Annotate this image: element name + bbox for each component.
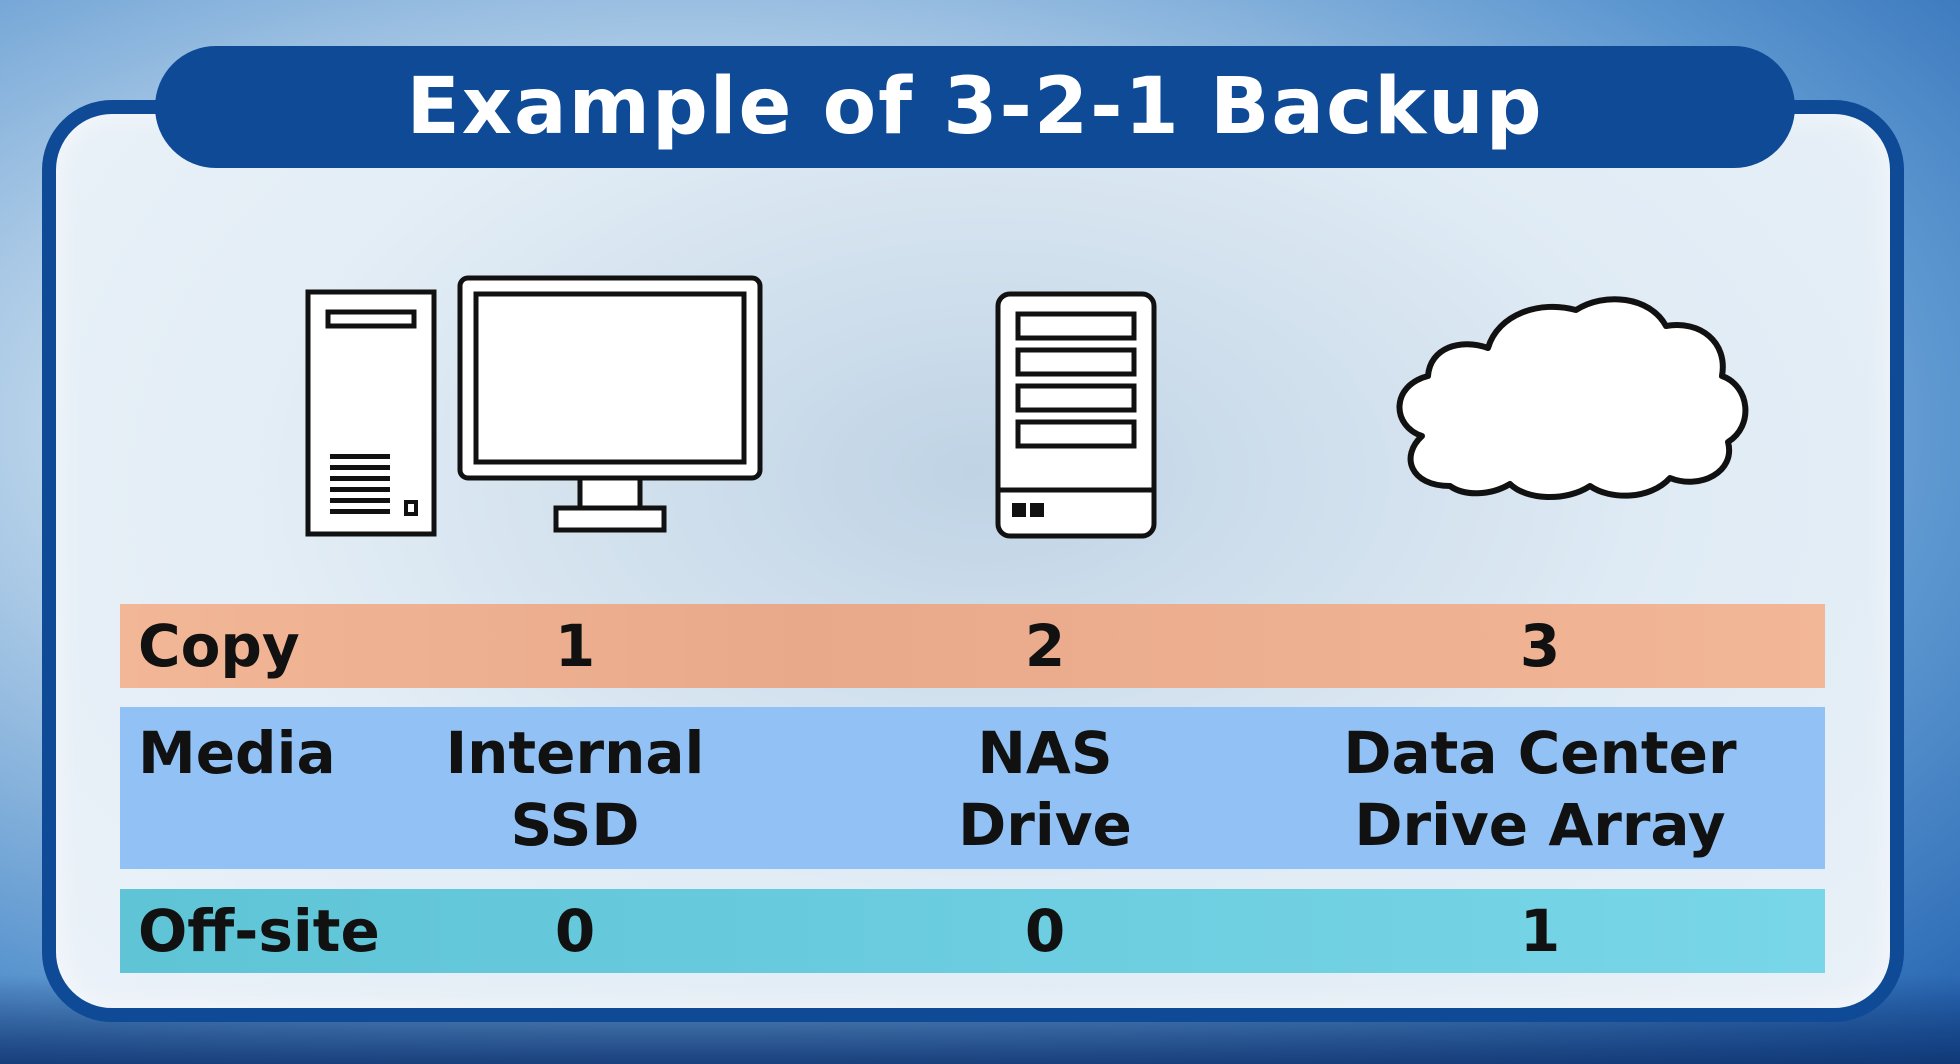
copy-label: Copy <box>138 612 300 680</box>
offsite-value-3: 1 <box>1519 897 1561 965</box>
media-value-3-line-1: Data Center <box>1343 719 1737 787</box>
media-value-2-line-1: NAS <box>977 719 1113 787</box>
media-value-1: Internal SSD <box>420 717 730 861</box>
offsite-row: Off-site 0 0 1 <box>120 889 1825 973</box>
offsite-value-2: 0 <box>1024 897 1066 965</box>
desktop-computer-icon <box>305 275 763 537</box>
media-value-1-line-1: Internal <box>445 719 705 787</box>
offsite-value-1: 0 <box>554 897 596 965</box>
copy-value-3: 3 <box>1519 612 1561 680</box>
media-value-2-line-2: Drive <box>958 791 1132 859</box>
copy-value-2: 2 <box>1024 612 1066 680</box>
media-row: Media Internal SSD NAS Drive Data Center… <box>120 707 1825 869</box>
media-value-1-line-2: SSD <box>510 791 640 859</box>
nas-server-icon <box>995 291 1157 539</box>
copy-value-1: 1 <box>554 612 596 680</box>
copy-row: Copy 1 2 3 <box>120 604 1825 688</box>
page-title: Example of 3-2-1 Backup <box>406 62 1544 152</box>
media-value-3: Data Center Drive Array <box>1315 717 1765 861</box>
cloud-icon <box>1396 296 1749 500</box>
title-bar: Example of 3-2-1 Backup <box>155 46 1795 168</box>
diagram-panel <box>42 100 1904 1022</box>
media-value-2: NAS Drive <box>890 717 1200 861</box>
media-label: Media <box>138 719 336 787</box>
offsite-label: Off-site <box>138 897 380 965</box>
media-value-3-line-2: Drive Array <box>1354 791 1726 859</box>
